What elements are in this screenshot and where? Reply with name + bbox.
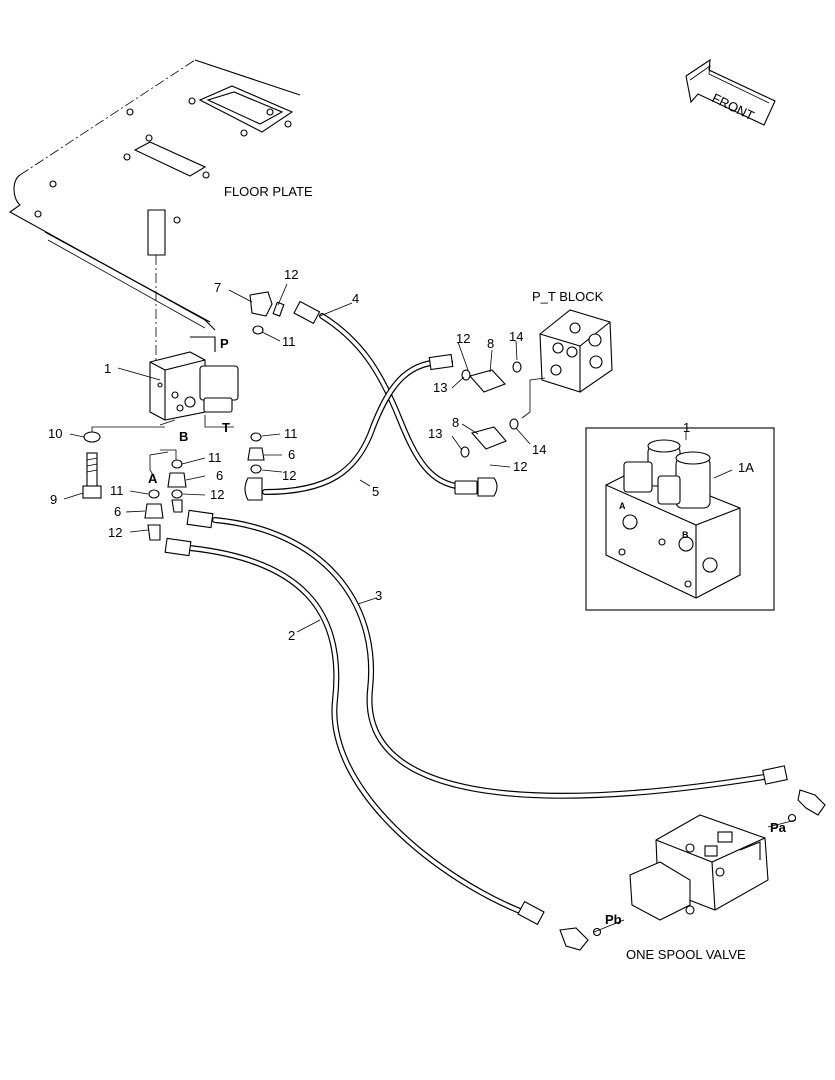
leader-lines	[63, 283, 797, 933]
port-labels: P T B A Pa Pb A B	[148, 336, 787, 927]
callout-detail-1: 1	[683, 420, 690, 435]
callout-12-a: 12	[108, 525, 122, 540]
floor-plate-label: FLOOR PLATE	[224, 184, 313, 199]
callout-6-b: 6	[216, 468, 223, 483]
callout-12-b: 12	[210, 487, 224, 502]
callout-12-top: 12	[284, 267, 298, 282]
callout-11-t: 11	[284, 426, 298, 441]
port-pb: Pb	[605, 912, 622, 927]
callout-1: 1	[104, 361, 111, 376]
detail-port-a: A	[619, 501, 626, 511]
callout-13-top: 13	[433, 380, 447, 395]
callout-9: 9	[50, 492, 57, 507]
manifold-fittings	[82, 291, 285, 541]
callouts: 1 7 12 4 11 11 6 12 10 9 11 6 12 11 6 12…	[48, 267, 754, 643]
callout-6-t: 6	[288, 447, 295, 462]
callout-12-pt-bottom: 12	[513, 459, 527, 474]
callout-12-t: 12	[282, 468, 296, 483]
port-t: T	[222, 420, 230, 435]
callout-13-bottom: 13	[428, 426, 442, 441]
callout-8-bottom: 8	[452, 415, 459, 430]
callout-11-a: 11	[110, 483, 124, 498]
port-a: A	[148, 471, 158, 486]
one-spool-valve-label: ONE SPOOL VALVE	[626, 947, 746, 962]
callout-14-top: 14	[509, 329, 523, 344]
front-arrow-icon	[685, 58, 776, 126]
detail-port-b: B	[682, 530, 689, 540]
hose-fittings	[164, 300, 826, 951]
callout-6-a: 6	[114, 504, 121, 519]
callout-14-bottom: 14	[532, 442, 546, 457]
manifold-block	[149, 336, 239, 421]
pt-block-label: P_T BLOCK	[532, 289, 604, 304]
port-p: P	[220, 336, 229, 351]
callout-3: 3	[375, 588, 382, 603]
callout-11-p: 11	[282, 334, 296, 349]
hoses	[187, 313, 773, 916]
port-b: B	[179, 429, 188, 444]
callout-12-pt: 12	[456, 331, 470, 346]
callout-10: 10	[48, 426, 62, 441]
callout-2: 2	[288, 628, 295, 643]
callout-7: 7	[214, 280, 221, 295]
callout-1a: 1A	[738, 460, 754, 475]
floor-plate	[8, 59, 301, 395]
port-pa: Pa	[770, 820, 787, 835]
callout-5: 5	[372, 484, 379, 499]
one-spool-valve	[629, 814, 769, 921]
callout-11-b: 11	[208, 450, 222, 465]
callout-4: 4	[352, 291, 359, 306]
callout-8-top: 8	[487, 336, 494, 351]
detail-box	[585, 427, 775, 611]
pt-block	[460, 309, 613, 458]
